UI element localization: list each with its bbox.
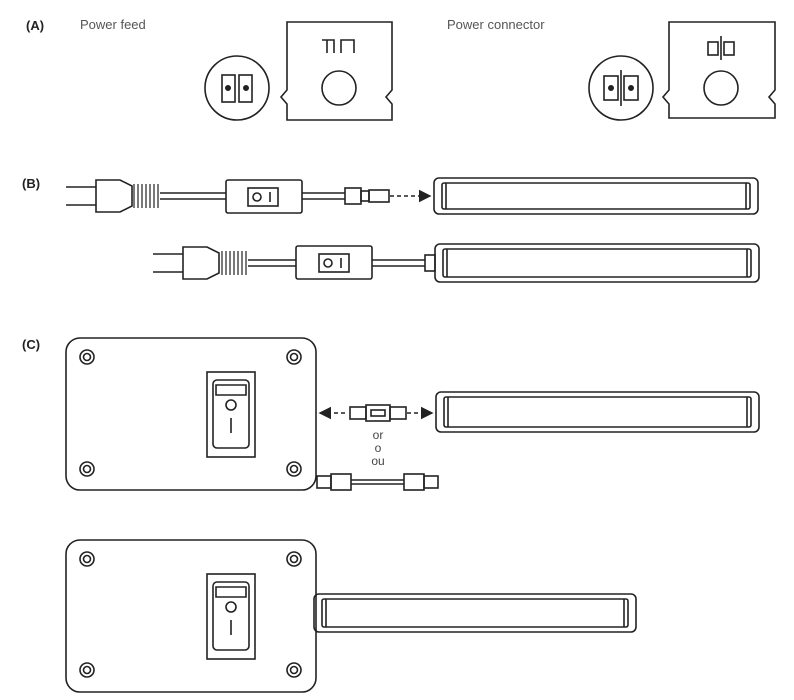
connector-icon — [349, 404, 407, 422]
inline-switch — [295, 245, 373, 280]
plug-icon — [66, 179, 159, 213]
power-connector-plate-icon — [661, 21, 776, 119]
section-a-label: (A) — [26, 18, 45, 33]
power-feed-round-icon — [204, 55, 270, 121]
rocker-switch-icon — [206, 573, 256, 660]
alt-word-ou: ou — [371, 454, 385, 468]
power-feed-caption: Power feed — [80, 17, 146, 32]
power-box-icon — [65, 337, 317, 491]
connector-cable-icon — [316, 473, 439, 491]
power-box-icon — [65, 539, 317, 693]
light-bar-icon — [433, 177, 759, 215]
alt-word-or: or — [372, 428, 384, 442]
power-feed-plate-icon — [279, 21, 393, 121]
connector-icon — [344, 187, 390, 205]
rocker-switch-icon — [206, 371, 256, 458]
power-connector-round-icon — [588, 55, 654, 121]
section-c-label: (C) — [22, 337, 41, 352]
light-bar-icon — [434, 243, 760, 283]
plug-icon — [153, 246, 247, 280]
power-connector-caption: Power connector — [447, 17, 545, 32]
light-bar-icon — [435, 391, 760, 433]
alt-word-o: o — [374, 441, 382, 455]
light-bar-icon — [313, 593, 637, 633]
inline-switch — [225, 179, 303, 214]
section-b-label: (B) — [22, 176, 41, 191]
